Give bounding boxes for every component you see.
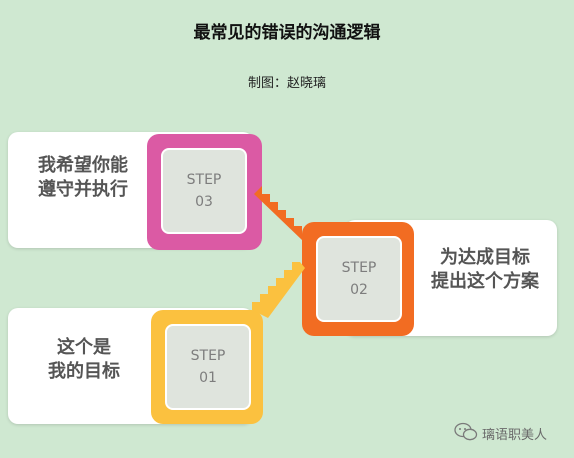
- step-01-box: STEP 01: [165, 324, 251, 410]
- watermark-text: 璃语职美人: [482, 428, 548, 443]
- step-03-text-line-2: 遵守并执行: [38, 179, 128, 200]
- wechat-icon: [454, 422, 478, 441]
- step-01-text-line-2: 我的目标: [48, 361, 120, 382]
- staircase-yellow: [252, 262, 305, 318]
- staircase-orange: [254, 186, 302, 240]
- step-01-text-line-1: 这个是: [57, 337, 111, 358]
- step-03-label: STEP: [186, 172, 222, 188]
- step-01-text: 这个是 我的目标: [14, 336, 154, 384]
- step-01-label: STEP: [190, 348, 226, 364]
- step-03-number: 03: [195, 194, 213, 210]
- diagram-credit: 制图：赵晓璃: [247, 76, 326, 91]
- step-02-box: STEP 02: [316, 236, 402, 322]
- step-02-label: STEP: [341, 260, 377, 276]
- step-02-text-line-1: 为达成目标: [440, 247, 530, 268]
- diagram-title: 最常见的错误的沟通逻辑: [193, 23, 381, 43]
- watermark: 璃语职美人: [452, 421, 568, 443]
- step-01-frame: STEP 01: [151, 310, 263, 424]
- step-01-number: 01: [199, 370, 217, 386]
- step-02-text-line-2: 提出这个方案: [431, 271, 539, 292]
- step-03-frame: STEP 03: [147, 134, 262, 250]
- step-03-text-line-1: 我希望你能: [38, 155, 128, 176]
- step-02-text: 为达成目标 提出这个方案: [415, 246, 555, 294]
- step-02-number: 02: [350, 282, 368, 298]
- step-02-frame: STEP 02: [302, 222, 414, 336]
- step-03-box: STEP 03: [161, 148, 247, 234]
- step-03-text: 我希望你能 遵守并执行: [16, 154, 150, 202]
